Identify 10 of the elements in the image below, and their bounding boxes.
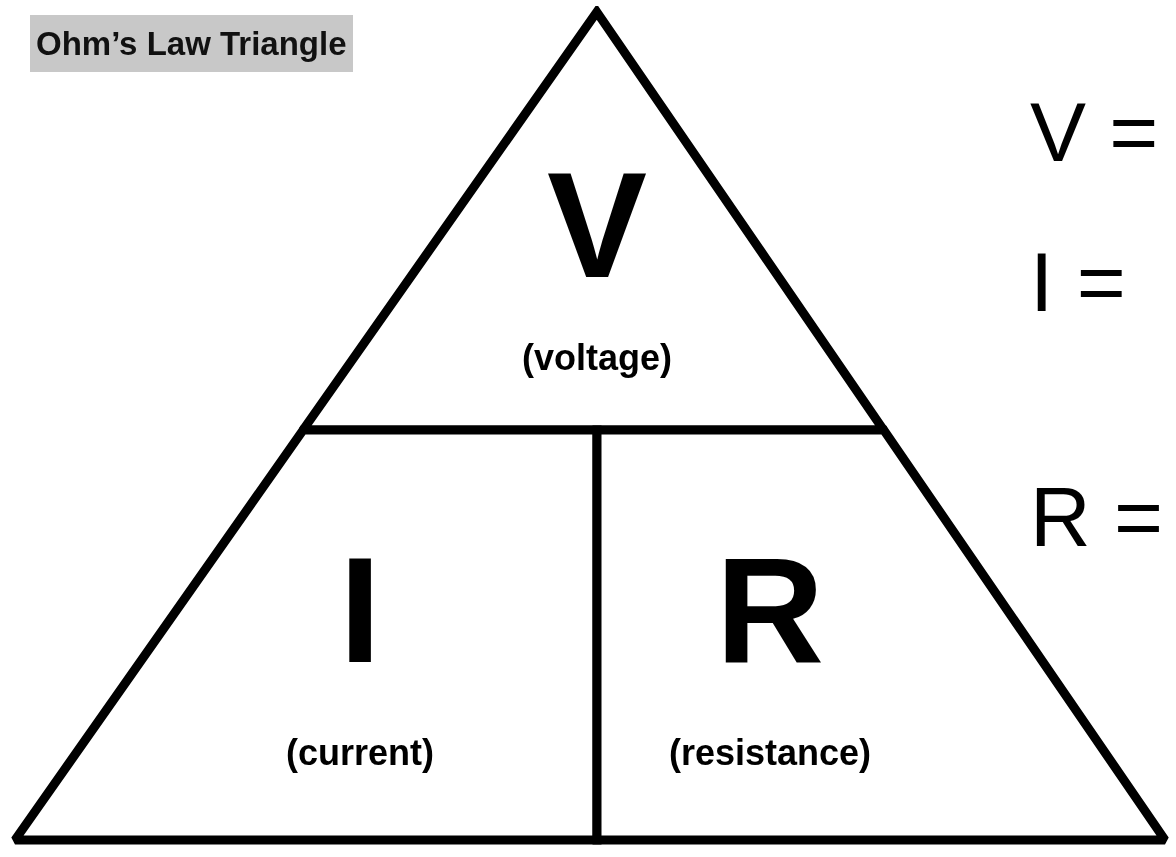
symbol-letter: V xyxy=(546,150,647,300)
quantity-name: (voltage) xyxy=(522,340,672,376)
equation-label: R = xyxy=(1030,475,1164,559)
quantity-name: (resistance) xyxy=(668,735,872,771)
symbol-letter: R xyxy=(715,535,825,685)
symbol-letter: I xyxy=(339,535,381,685)
equation-label: I = xyxy=(1030,240,1126,324)
quantity-name: (current) xyxy=(286,735,434,771)
equation-label: V = xyxy=(1030,90,1159,174)
title: Ohm’s Law Triangle xyxy=(30,15,353,72)
